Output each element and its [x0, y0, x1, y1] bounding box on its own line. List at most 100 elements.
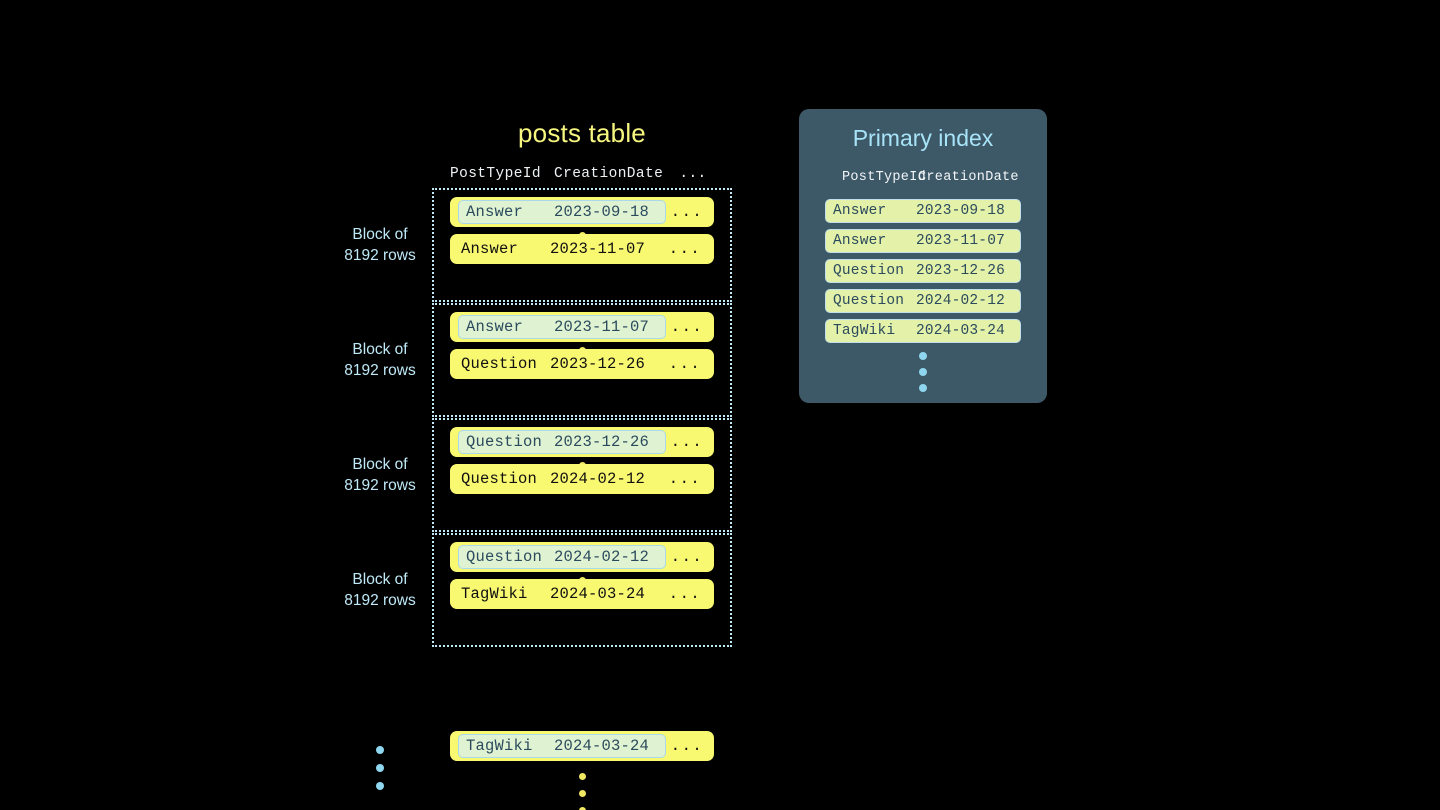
block-label-line2: 8192 rows — [344, 247, 416, 264]
trailing-row-container: TagWiki 2024-03-24 ... — [432, 731, 732, 761]
row-creationdate: 2024-03-24 — [554, 737, 650, 755]
row-ellipsis: ... — [670, 318, 704, 336]
block-label-line1: Block of — [352, 456, 408, 473]
row-creationdate: 2024-02-12 — [554, 548, 650, 566]
row-creationdate: 2023-12-26 — [554, 433, 650, 451]
row-creationdate: 2024-03-24 — [550, 585, 646, 603]
posts-table-title: posts table — [518, 118, 646, 148]
table-block: Block of 8192 rows Answer 2023-09-18 ... — [332, 188, 752, 302]
table-row: Answer 2023-09-18 ... — [450, 197, 714, 227]
row-posttypeid: TagWiki — [466, 737, 533, 755]
index-row-creationdate: 2024-03-24 — [916, 323, 1006, 339]
ellipsis-dot — [919, 384, 927, 392]
row-posttypeid: Question — [461, 470, 538, 488]
row-creationdate: 2023-09-18 — [554, 203, 650, 221]
index-row: Answer 2023-11-07 — [825, 229, 1021, 253]
block-label-line2: 8192 rows — [344, 592, 416, 609]
row-creationdate: 2023-12-26 — [550, 355, 646, 373]
primary-index-rows: Answer 2023-09-18 Answer 2023-11-07 Ques… — [799, 199, 1047, 343]
block-list-trailing-ellipsis — [332, 746, 428, 790]
index-row-creationdate: 2023-11-07 — [916, 233, 1006, 249]
index-row: TagWiki 2024-03-24 — [825, 319, 1021, 343]
row-posttypeid: Question — [466, 433, 543, 451]
column-header-posttypeid: PostTypeId — [450, 166, 542, 182]
row-creationdate: 2023-11-07 — [550, 240, 646, 258]
row-ellipsis: ... — [668, 470, 702, 488]
index-row-creationdate: 2024-02-12 — [916, 293, 1006, 309]
row-ellipsis: ... — [670, 203, 704, 221]
table-row: TagWiki 2024-03-24 ... — [450, 579, 714, 609]
row-ellipsis: ... — [668, 240, 702, 258]
row-posttypeid: Answer — [466, 318, 524, 336]
row-ellipsis: ... — [668, 355, 702, 373]
row-ellipsis: ... — [668, 585, 702, 603]
row-ellipsis: ... — [670, 548, 704, 566]
ellipsis-dot — [578, 807, 586, 810]
index-row-creationdate: 2023-09-18 — [916, 203, 1006, 219]
index-row-posttypeid: Question — [833, 263, 905, 279]
table-block: Block of 8192 rows Question 2024-02-12 .… — [332, 533, 752, 647]
block-label: Block of 8192 rows — [332, 418, 428, 532]
index-row-creationdate: 2023-12-26 — [916, 263, 1006, 279]
primary-index-column-headers: PostTypeId CreationDate — [799, 170, 1047, 185]
table-row: Answer 2023-11-07 ... — [450, 234, 714, 264]
primary-index-panel: Primary index PostTypeId CreationDate An… — [799, 109, 1047, 403]
row-posttypeid: TagWiki — [461, 585, 528, 603]
table-row: Question 2023-12-26 ... — [450, 427, 714, 457]
index-row: Question 2024-02-12 — [825, 289, 1021, 313]
row-posttypeid: Answer — [461, 240, 519, 258]
ellipsis-dot — [376, 782, 384, 790]
table-row: Question 2023-12-26 ... — [450, 349, 714, 379]
index-row-posttypeid: TagWiki — [833, 323, 896, 339]
block-label-line1: Block of — [352, 226, 408, 243]
index-row-posttypeid: Answer — [833, 203, 887, 219]
block-label: Block of 8192 rows — [332, 188, 428, 302]
block-label: Block of 8192 rows — [332, 533, 428, 647]
index-row-posttypeid: Answer — [833, 233, 887, 249]
index-column-header-creationdate: CreationDate — [918, 170, 1019, 185]
table-row: TagWiki 2024-03-24 ... — [450, 731, 714, 761]
row-posttypeid: Question — [461, 355, 538, 373]
row-key-highlight: Answer 2023-11-07 — [458, 315, 666, 339]
table-block: Block of 8192 rows Answer 2023-11-07 ... — [332, 303, 752, 417]
row-creationdate: 2023-11-07 — [554, 318, 650, 336]
block-label: Block of 8192 rows — [332, 303, 428, 417]
block-frame: Answer 2023-11-07 ... Question — [432, 303, 732, 417]
index-row: Question 2023-12-26 — [825, 259, 1021, 283]
row-key-highlight: Answer 2023-09-18 — [458, 200, 666, 224]
row-posttypeid: Answer — [466, 203, 524, 221]
table-row: Answer 2023-11-07 ... — [450, 312, 714, 342]
block-frame: Question 2023-12-26 ... Question — [432, 418, 732, 532]
row-key-highlight: Question 2024-02-12 — [458, 545, 666, 569]
block-label-line1: Block of — [352, 341, 408, 358]
ellipsis-dot — [919, 368, 927, 376]
index-row: Answer 2023-09-18 — [825, 199, 1021, 223]
primary-index-trailing-ellipsis — [799, 352, 1047, 392]
table-row: Question 2024-02-12 ... — [450, 542, 714, 572]
block-label-line2: 8192 rows — [344, 362, 416, 379]
ellipsis-dot — [376, 746, 384, 754]
primary-index-title: Primary index — [852, 125, 994, 151]
block-label-line1: Block of — [352, 571, 408, 588]
block-frame: Question 2024-02-12 ... TagWiki — [432, 533, 732, 647]
row-key-highlight: TagWiki 2024-03-24 — [458, 734, 666, 758]
column-header-ellipsis: ... — [679, 166, 707, 182]
ellipsis-dot — [578, 773, 586, 780]
index-column-header-posttypeid: PostTypeId — [842, 170, 927, 185]
row-creationdate: 2024-02-12 — [550, 470, 646, 488]
row-posttypeid: Question — [466, 548, 543, 566]
row-ellipsis: ... — [670, 433, 704, 451]
ellipsis-dot — [919, 352, 927, 360]
row-ellipsis: ... — [670, 737, 704, 755]
table-trailing-ellipsis — [432, 773, 732, 810]
block-frame: Answer 2023-09-18 ... Answer — [432, 188, 732, 302]
column-header-creationdate: CreationDate — [554, 166, 664, 182]
block-label-line2: 8192 rows — [344, 477, 416, 494]
table-row: Question 2024-02-12 ... — [450, 464, 714, 494]
table-block: Block of 8192 rows Question 2023-12-26 .… — [332, 418, 752, 532]
index-row-posttypeid: Question — [833, 293, 905, 309]
ellipsis-dot — [578, 790, 586, 797]
posts-table-blocks: Block of 8192 rows Answer 2023-09-18 ... — [332, 188, 752, 810]
ellipsis-dot — [376, 764, 384, 772]
